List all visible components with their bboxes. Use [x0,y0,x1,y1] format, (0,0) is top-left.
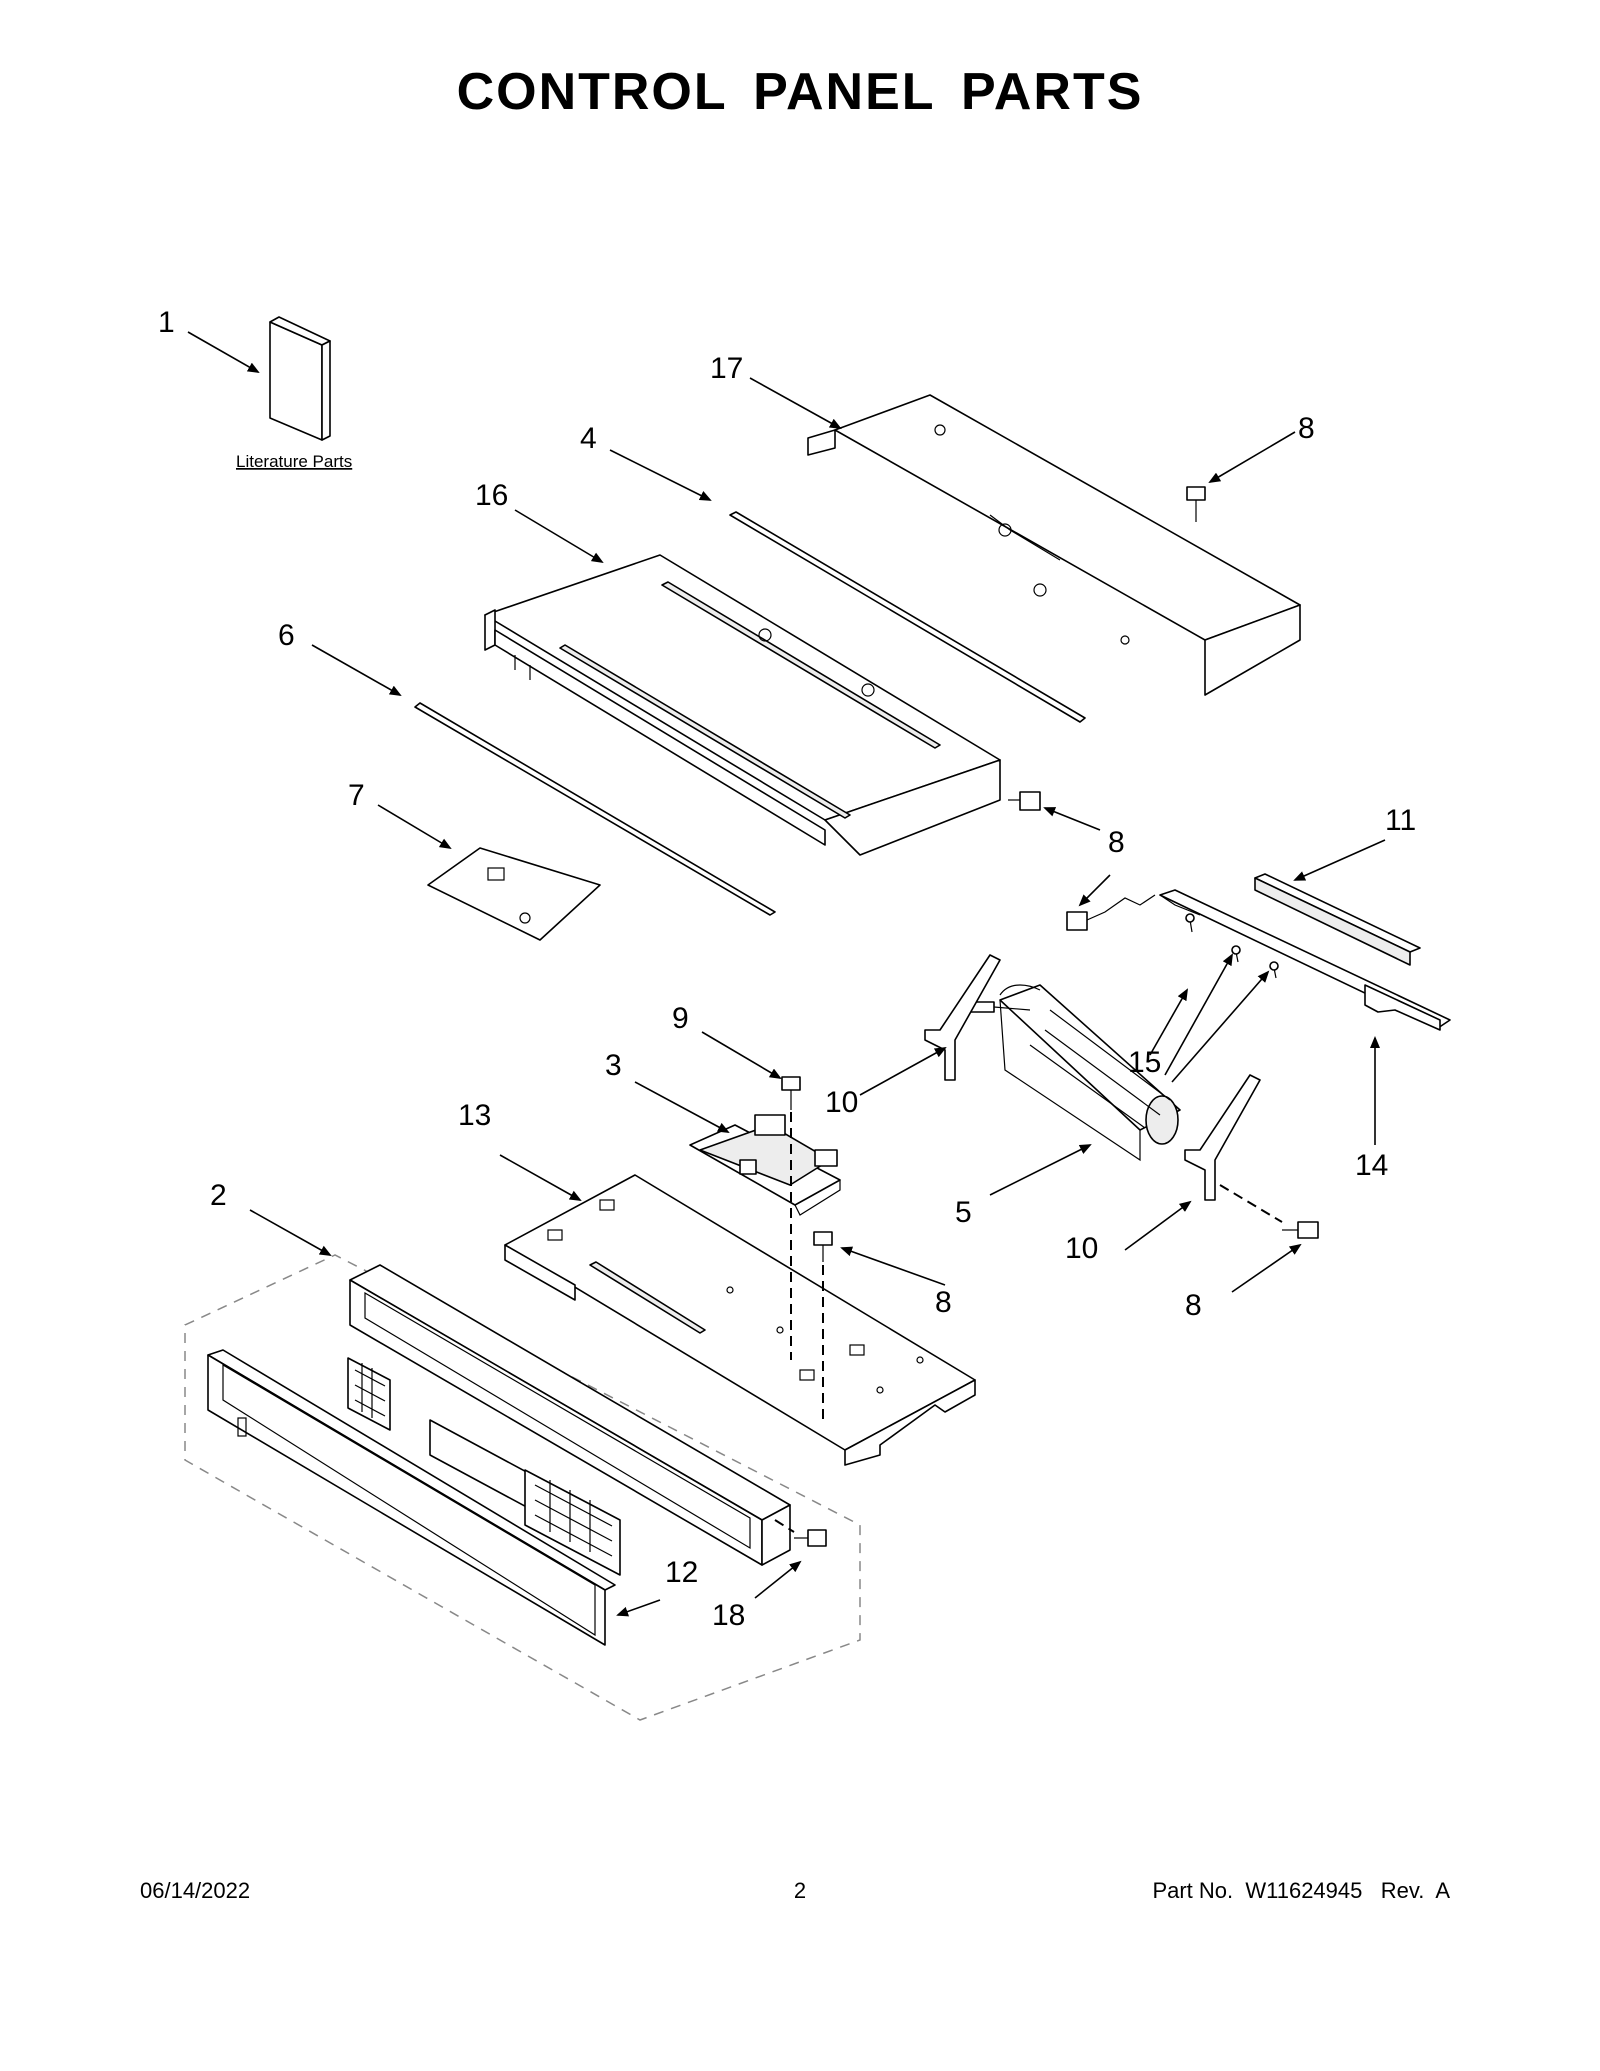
callout-numbers: 1 2 3 4 5 6 7 8 8 8 8 9 10 10 11 12 13 1… [158,306,1416,1632]
footer-date: 06/14/2022 [140,1878,251,1903]
literature-booklet [269,316,331,441]
fan-bracket-part-a [924,954,1001,1081]
callout-11: 11 [1385,804,1416,837]
footer-part-number: Part No. W11624945 Rev. A [1152,1878,1450,1903]
callout-9: 9 [672,1002,689,1035]
callout-18: 18 [712,1599,745,1632]
screw-part-8-fan [1219,1184,1319,1239]
screw-part-8-bracket [1066,894,1156,931]
screw-part-18 [774,1519,827,1547]
callout-17: 17 [710,352,743,385]
panel-housing-part [484,554,1001,856]
callout-1: 1 [158,306,175,339]
callout-10-a: 10 [825,1086,858,1119]
callout-14: 14 [1355,1149,1388,1182]
screw-part-9 [781,1076,801,1360]
console-frame-part [349,1264,791,1566]
strip-part-4 [729,511,1086,723]
assembly-2-outline [184,1254,861,1721]
front-panel-part [207,1349,616,1646]
callout-7: 7 [348,779,365,812]
callout-8-fan: 8 [1185,1289,1202,1322]
callout-16: 16 [475,479,508,512]
screw-part-8-plate [813,1231,833,1420]
footer-page-number: 2 [793,1878,807,1903]
screw-part-8-housing [1008,791,1041,811]
fan-bracket-part-b [1184,1074,1261,1201]
callout-6: 6 [278,619,295,652]
callout-8-plate: 8 [935,1286,952,1319]
screw-part-8-top [1186,486,1206,522]
plate-part-7 [427,847,601,941]
strip-part-6 [414,702,776,916]
callout-15: 15 [1128,1046,1161,1079]
leader-lines [187,331,1386,1617]
page-title: CONTROL PANEL PARTS [456,63,1144,121]
literature-parts-label: Literature Parts [236,452,352,471]
keypad-overlay-part [347,1357,621,1576]
callout-5: 5 [955,1196,972,1229]
callout-13: 13 [458,1099,491,1132]
bar-part-11 [1254,873,1421,966]
callout-4: 4 [580,422,597,455]
callout-3: 3 [605,1049,622,1082]
callout-12: 12 [665,1556,698,1589]
callout-2: 2 [210,1179,227,1212]
screw-part-15 [1185,913,1279,979]
callout-8-housing: 8 [1108,826,1125,859]
top-cover-part [807,394,1301,696]
mounting-plate-part [504,1174,976,1466]
callout-10-b: 10 [1065,1232,1098,1265]
bracket-part-14 [1159,889,1451,1031]
blower-fan-part [967,984,1181,1162]
control-board-part [689,1114,841,1216]
callout-8-top: 8 [1298,412,1315,445]
